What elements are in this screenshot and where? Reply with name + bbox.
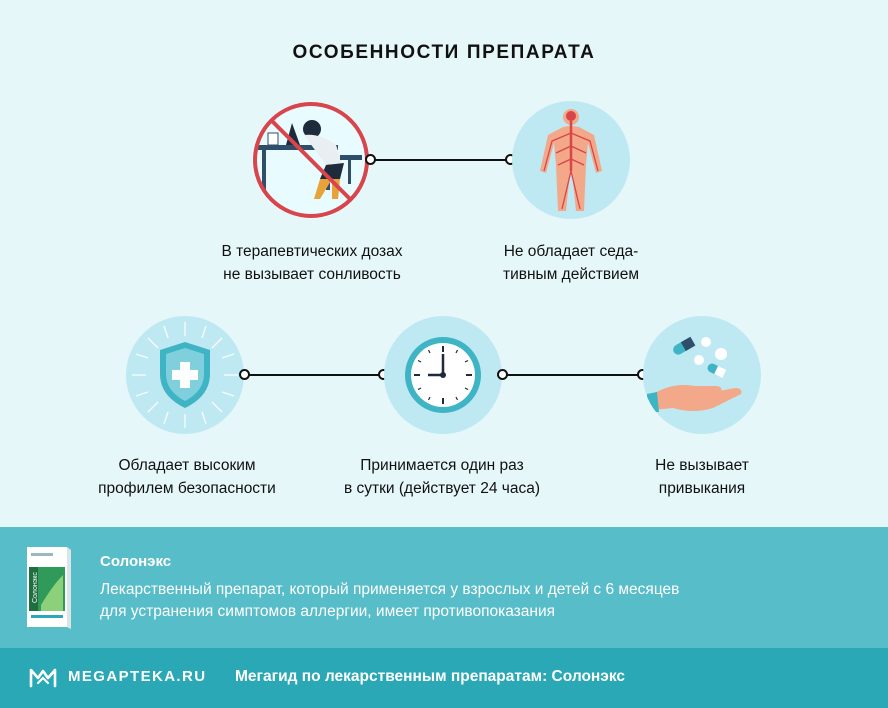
package-label: Солонэкс — [32, 572, 39, 603]
logo-text-link[interactable]: MEGAPTEKA.RU — [68, 668, 207, 685]
description-line: для устранения симптомов аллергии, имеет… — [100, 603, 556, 620]
product-package-image: Солонэкс — [25, 545, 71, 629]
shield-plus-icon — [126, 316, 244, 434]
caption-line: Не вызывает — [655, 457, 749, 474]
feature-caption-no-sedation: Не обладает седа- тивным действием — [470, 240, 672, 286]
caption-line: Не обладает седа- — [503, 243, 639, 260]
feature-caption-no-addiction: Не вызывает привыкания — [612, 454, 792, 500]
feature-caption-no-sleep: В терапевтических дозах не вызывает сонл… — [200, 240, 424, 286]
product-description: Лекарственный препарат, который применяе… — [100, 579, 820, 623]
feature-caption-safety: Обладает высоким профилем безопасности — [72, 454, 302, 500]
caption-line: В терапевтических дозах — [221, 243, 403, 260]
connector-line — [504, 374, 642, 376]
no-sleep-icon — [252, 101, 370, 219]
caption-line: Принимается один раз — [360, 457, 524, 474]
connector-dot — [497, 369, 508, 380]
product-info-band — [0, 527, 888, 648]
megapteka-logo-icon[interactable] — [29, 666, 57, 688]
caption-line: не вызывает сонливость — [223, 266, 401, 283]
caption-line: тивным действием — [503, 266, 639, 283]
connector-dot — [239, 369, 250, 380]
description-line: Лекарственный препарат, который применяе… — [100, 581, 680, 598]
clock-icon — [384, 316, 502, 434]
nervous-system-icon — [512, 101, 630, 219]
footer-tagline: Мегагид по лекарственным препаратам: Сол… — [235, 668, 626, 685]
footer-bar — [0, 648, 888, 708]
pills-hand-icon — [643, 316, 761, 434]
caption-line: привыкания — [658, 480, 746, 497]
connector-line — [372, 159, 510, 161]
connector-dot — [365, 154, 376, 165]
caption-line: в сутки (действует 24 часа) — [344, 480, 540, 497]
caption-line: профилем безопасности — [98, 480, 276, 497]
connector-line — [246, 374, 383, 376]
feature-caption-once-daily: Принимается один раз в сутки (действует … — [316, 454, 568, 500]
caption-line: Обладает высоким — [118, 457, 256, 474]
product-name: Солонэкс — [100, 553, 172, 570]
page-title: ОСОБЕННОСТИ ПРЕПАРАТА — [292, 42, 596, 63]
